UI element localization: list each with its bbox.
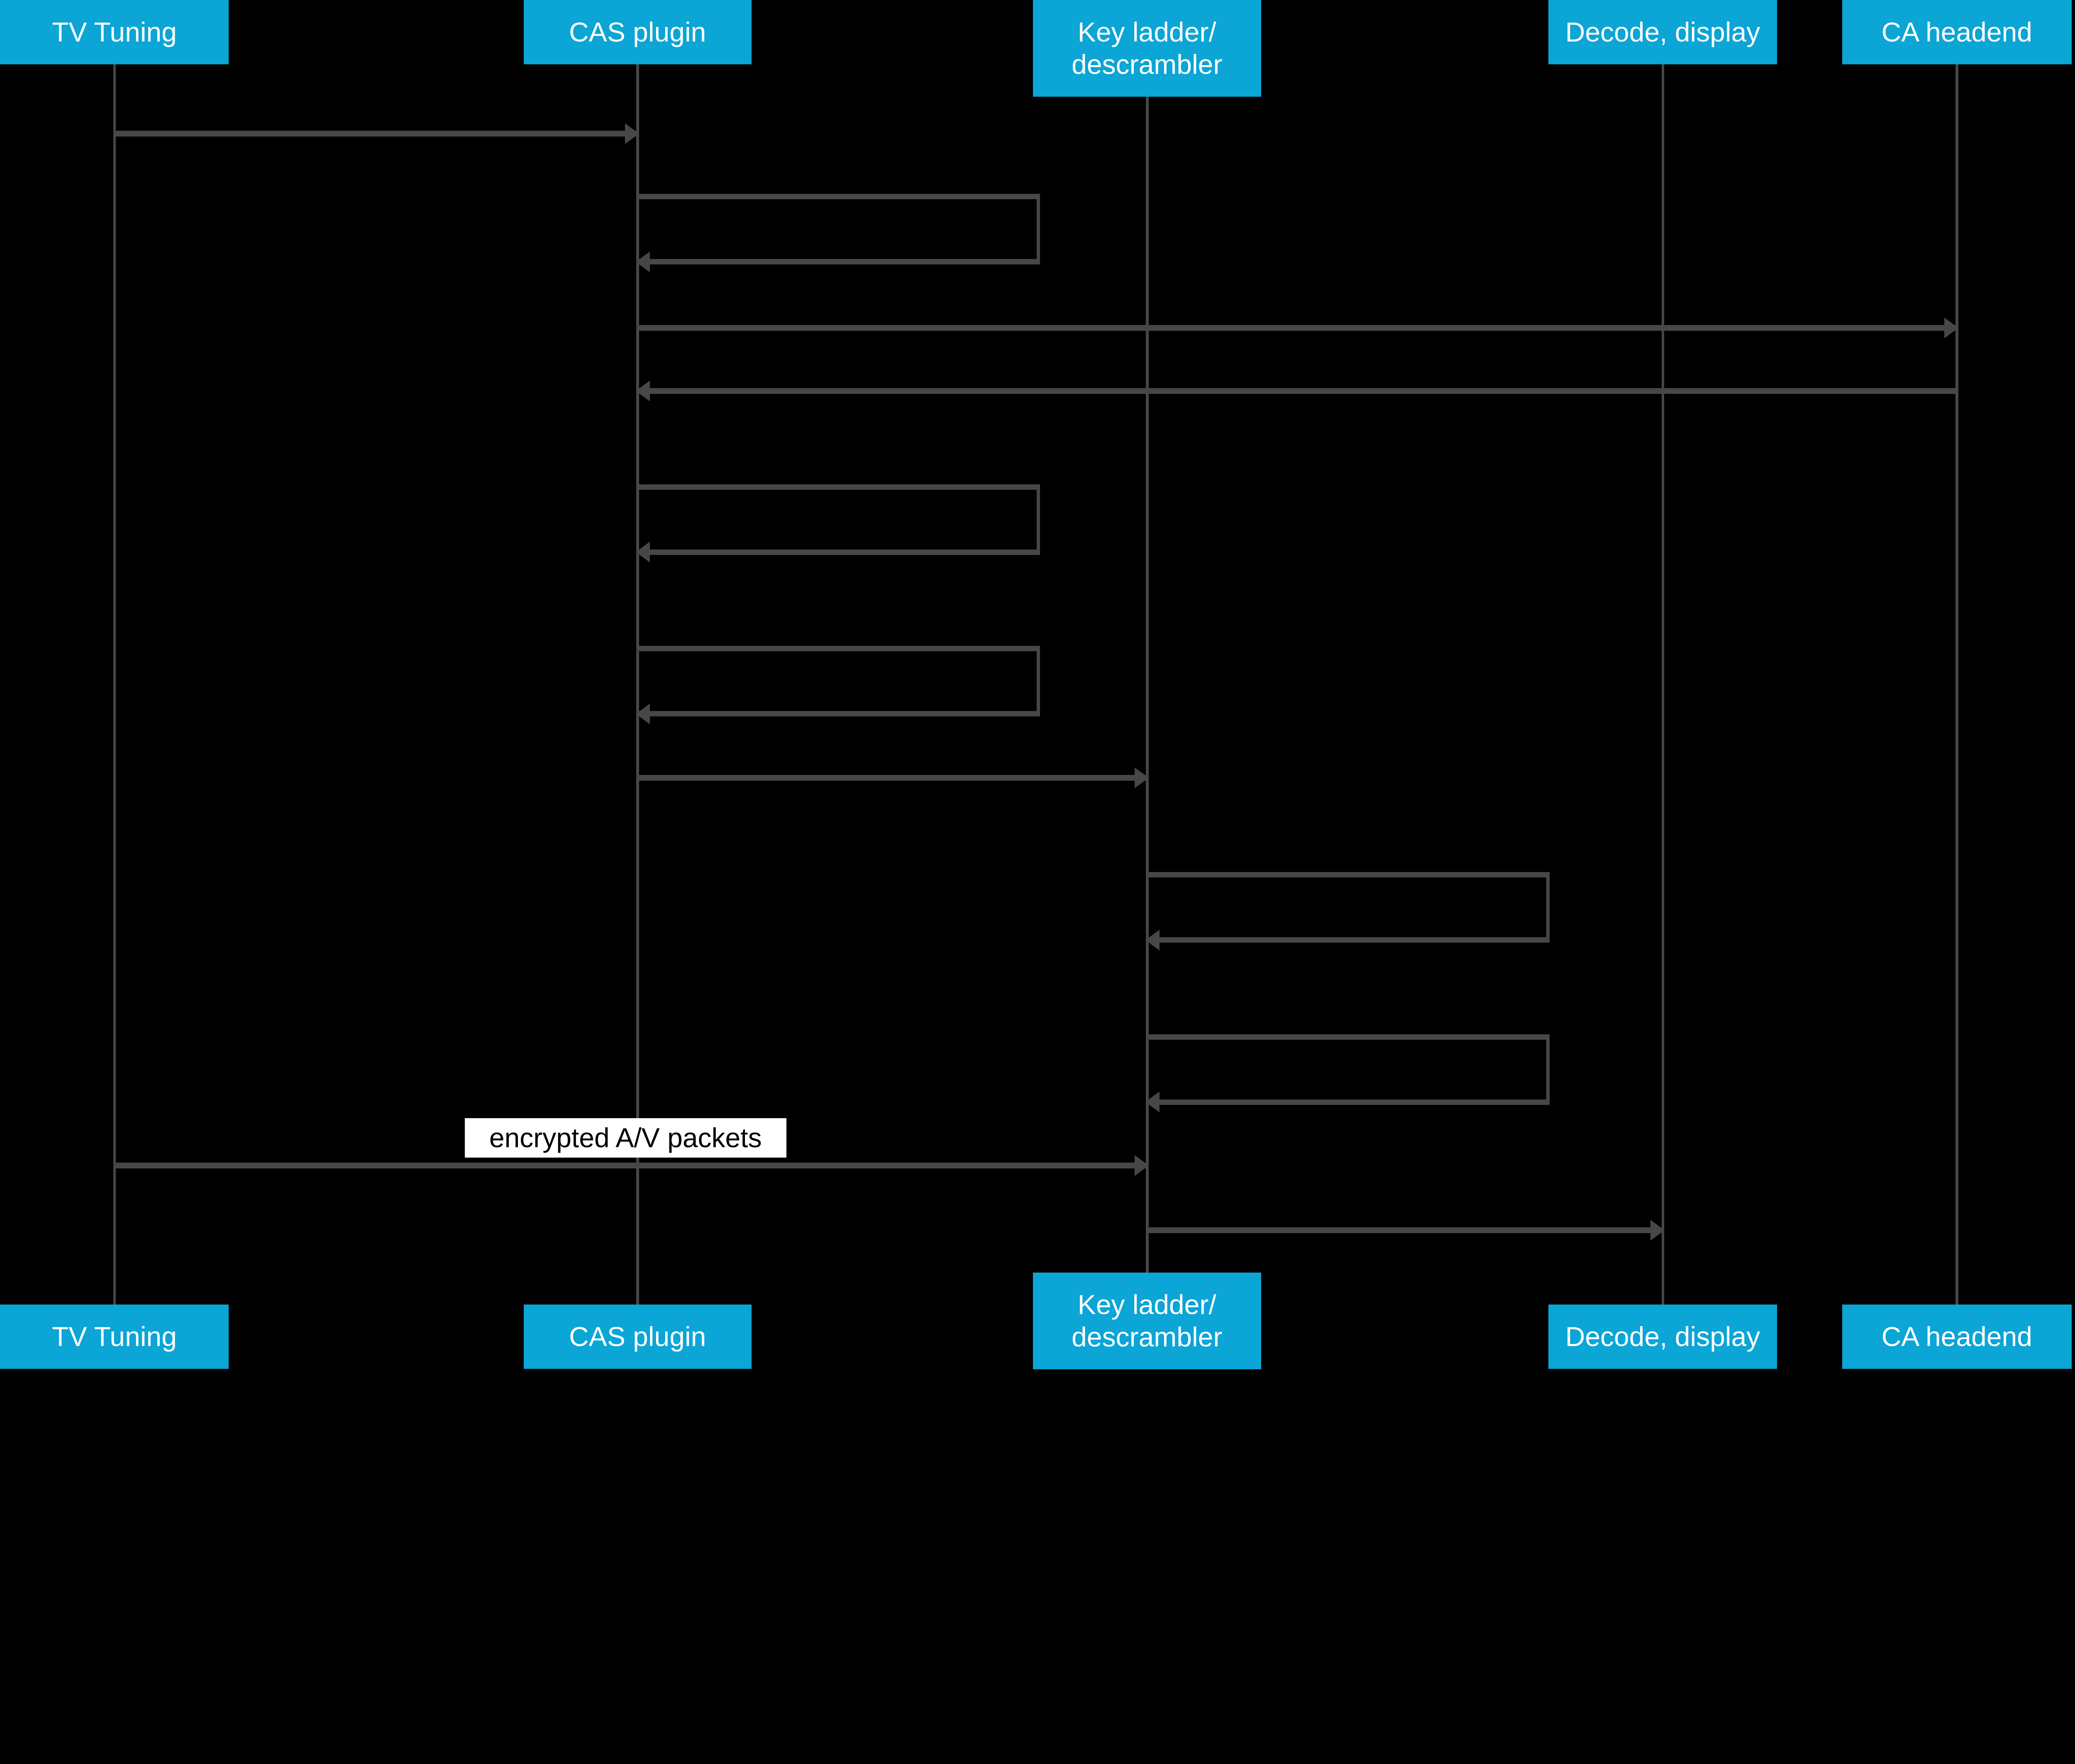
lifeline-tv-tuning	[113, 64, 116, 1305]
actor-top-tv-tuning: TV Tuning	[0, 0, 229, 64]
actor-top-cas-plugin: CAS plugin	[523, 0, 752, 64]
lifeline-cas-plugin	[636, 64, 639, 1305]
arrowhead-left-icon	[636, 703, 650, 724]
self-message-cas-2	[636, 484, 1040, 562]
arrowhead-left-icon	[1145, 929, 1160, 950]
actor-bottom-tv-tuning: TV Tuning	[0, 1305, 229, 1369]
message-arrow-ca-headend-to-cas	[636, 380, 1957, 401]
arrowhead-left-icon	[636, 542, 650, 562]
arrowhead-right-icon	[625, 123, 639, 144]
message-arrow-key-ladder-to-decode	[1147, 1219, 1665, 1241]
arrowhead-right-icon	[1135, 1155, 1149, 1176]
self-message-cas-3	[636, 646, 1040, 724]
actor-bottom-cas-plugin: CAS plugin	[523, 1305, 752, 1369]
arrowhead-right-icon	[1650, 1219, 1665, 1241]
actor-bottom-decode-display: Decode, display	[1548, 1305, 1777, 1369]
message-arrow-tv-to-key-ladder	[114, 1155, 1149, 1176]
arrowhead-left-icon	[636, 380, 650, 401]
arrowhead-right-icon	[1135, 767, 1149, 788]
self-message-key-ladder-2	[1145, 1034, 1550, 1112]
arrowhead-left-icon	[636, 251, 650, 272]
actor-top-key-ladder-descrambler: Key ladder/ descrambler	[1033, 0, 1261, 97]
sequence-diagram: TV Tuning CAS plugin Key ladder/ descram…	[0, 0, 2072, 1369]
message-arrow-cas-to-key-ladder	[637, 767, 1149, 788]
actor-bottom-key-ladder-descrambler: Key ladder/ descrambler	[1033, 1273, 1261, 1369]
arrowhead-left-icon	[1145, 1092, 1160, 1112]
message-arrow-tv-to-cas	[114, 123, 639, 144]
message-arrow-cas-to-ca-headend	[637, 317, 1958, 338]
message-label-encrypted-av-packets: encrypted A/V packets	[465, 1118, 786, 1158]
self-message-cas-1	[636, 194, 1040, 272]
actor-top-ca-headend: CA headend	[1842, 0, 2072, 64]
self-message-key-ladder-1	[1145, 872, 1550, 950]
actor-top-decode-display: Decode, display	[1548, 0, 1777, 64]
lifeline-decode-display	[1661, 64, 1664, 1305]
lifeline-key-ladder-descrambler	[1146, 97, 1149, 1273]
arrowhead-right-icon	[1944, 317, 1958, 338]
actor-bottom-ca-headend: CA headend	[1842, 1305, 2072, 1369]
lifeline-ca-headend	[1955, 64, 1958, 1305]
